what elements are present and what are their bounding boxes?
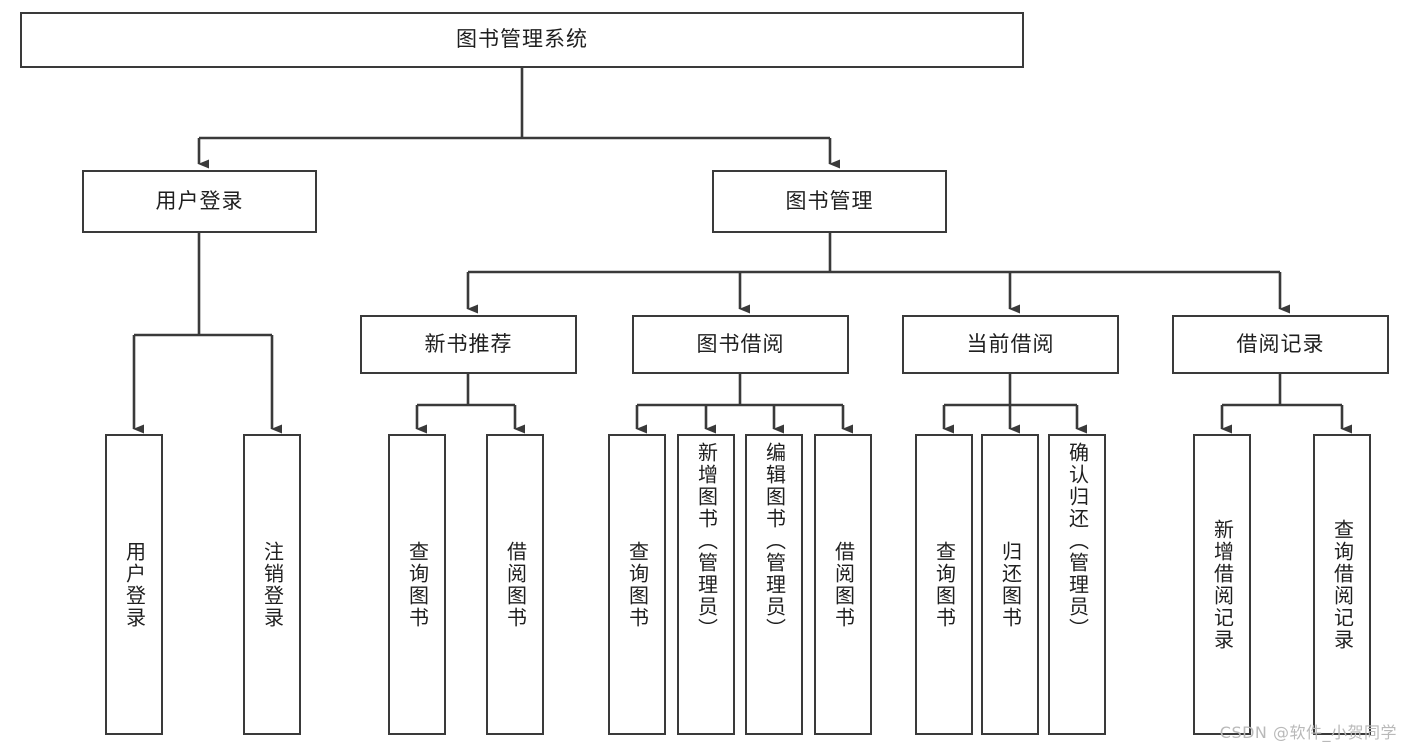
leaf-query-book-2-label: 查询图书 (625, 540, 650, 629)
leaf-query-record[interactable]: 查询借阅记录 (1313, 434, 1371, 735)
leaf-borrow-book-1-label: 借阅图书 (503, 540, 528, 629)
node-user-login[interactable]: 用户登录 (82, 170, 317, 233)
leaf-borrow-book-1[interactable]: 借阅图书 (486, 434, 544, 735)
node-root[interactable]: 图书管理系统 (20, 12, 1024, 68)
leaf-confirm-return-label: 确认归还（管理员） (1065, 442, 1090, 640)
leaf-edit-book-label: 编辑图书（管理员） (762, 442, 787, 640)
node-user-login-label: 用户登录 (155, 188, 244, 213)
node-new-book-recommend-label: 新书推荐 (424, 331, 513, 356)
node-current-borrow[interactable]: 当前借阅 (902, 315, 1119, 374)
leaf-query-book-1[interactable]: 查询图书 (388, 434, 446, 735)
leaf-return-book-label: 归还图书 (998, 540, 1023, 629)
leaf-add-record[interactable]: 新增借阅记录 (1193, 434, 1251, 735)
leaf-add-book-label: 新增图书（管理员） (694, 442, 719, 640)
csdn-watermark: CSDN @软件_小贺同学 (1219, 723, 1397, 742)
leaf-user-login[interactable]: 用户登录 (105, 434, 163, 735)
leaf-query-book-3[interactable]: 查询图书 (915, 434, 973, 735)
leaf-query-book-1-label: 查询图书 (405, 540, 430, 629)
node-book-manage-label: 图书管理 (785, 188, 874, 213)
leaf-user-login-label: 用户登录 (122, 540, 147, 629)
leaf-borrow-book-2-label: 借阅图书 (831, 540, 856, 629)
node-book-borrow-label: 图书借阅 (696, 331, 785, 356)
node-borrow-record[interactable]: 借阅记录 (1172, 315, 1389, 374)
leaf-query-record-label: 查询借阅记录 (1330, 518, 1355, 651)
leaf-return-book[interactable]: 归还图书 (981, 434, 1039, 735)
node-book-manage[interactable]: 图书管理 (712, 170, 947, 233)
leaf-logout-login[interactable]: 注销登录 (243, 434, 301, 735)
leaf-confirm-return[interactable]: 确认归还（管理员） (1048, 434, 1106, 735)
node-root-label: 图书管理系统 (456, 27, 588, 52)
leaf-add-record-label: 新增借阅记录 (1210, 518, 1235, 651)
leaf-query-book-2[interactable]: 查询图书 (608, 434, 666, 735)
node-book-borrow[interactable]: 图书借阅 (632, 315, 849, 374)
node-current-borrow-label: 当前借阅 (966, 331, 1055, 356)
leaf-edit-book[interactable]: 编辑图书（管理员） (745, 434, 803, 735)
leaf-logout-login-label: 注销登录 (260, 540, 285, 629)
leaf-query-book-3-label: 查询图书 (932, 540, 957, 629)
node-new-book-recommend[interactable]: 新书推荐 (360, 315, 577, 374)
node-borrow-record-label: 借阅记录 (1236, 331, 1325, 356)
leaf-add-book[interactable]: 新增图书（管理员） (677, 434, 735, 735)
leaf-borrow-book-2[interactable]: 借阅图书 (814, 434, 872, 735)
